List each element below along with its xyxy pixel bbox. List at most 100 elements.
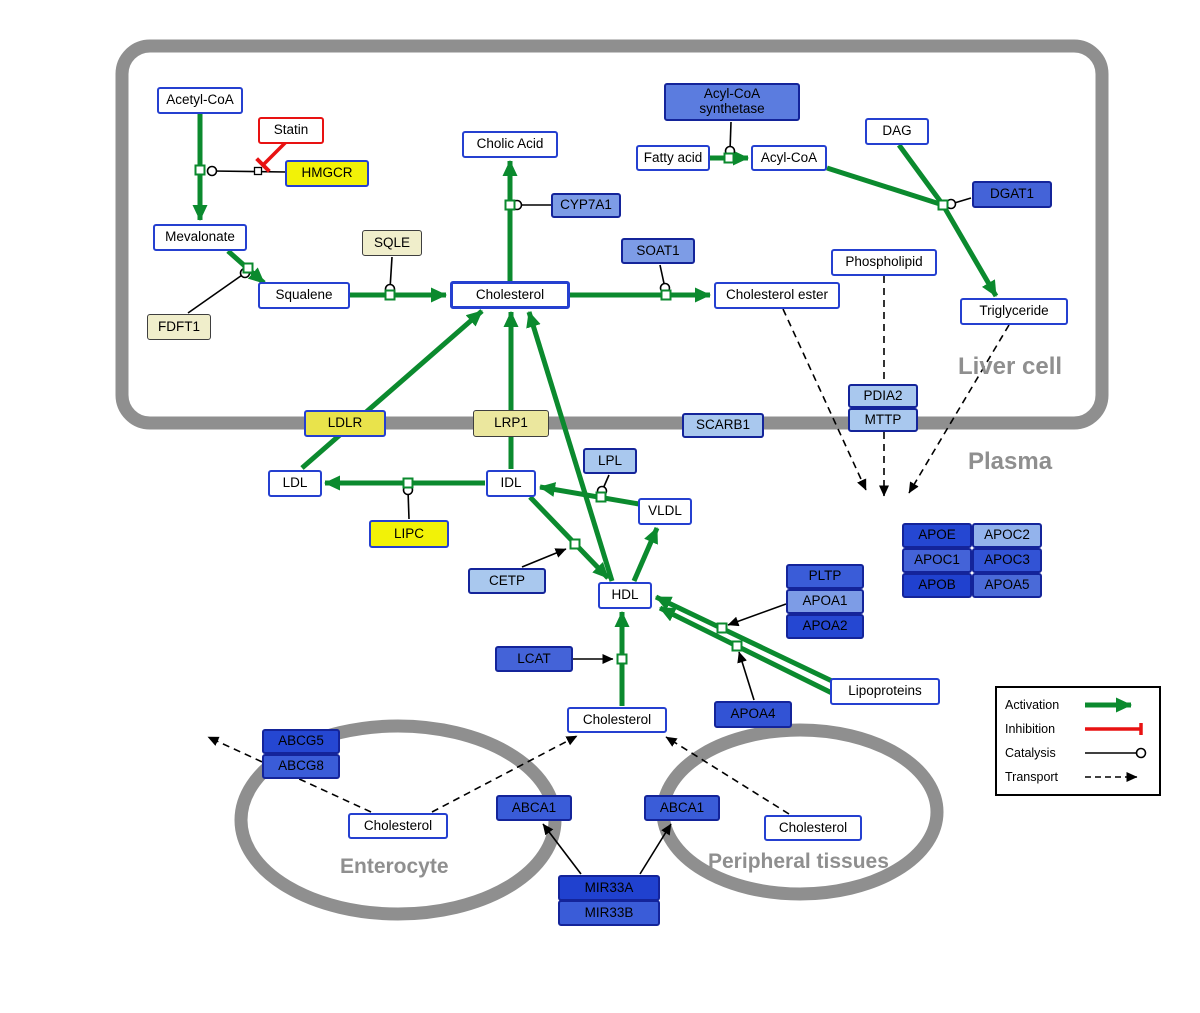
edge-hdl-cholesterol-uptake [526,311,615,582]
reaction-node [384,289,396,301]
legend-label-activation: Activation [1005,698,1060,712]
node-cholic-acid[interactable]: Cholic Acid [462,130,558,158]
enterocyte-label: Enterocyte [340,855,449,878]
reaction-node [194,164,206,176]
reaction-node [595,491,607,503]
node-abca1-peripheral[interactable]: ABCA1 [644,795,720,821]
node-fatty-acid[interactable]: Fatty acid [636,145,710,171]
node-cyp7a1[interactable]: CYP7A1 [551,192,621,218]
node-mir33b[interactable]: MIR33B [558,900,660,926]
node-scarb1[interactable]: SCARB1 [682,412,764,438]
node-squalene[interactable]: Squalene [258,281,350,309]
node-fdft1[interactable]: FDFT1 [147,314,211,340]
node-cetp[interactable]: CETP [468,568,546,594]
catalysis-circle-hmgcr-catalysis [206,165,218,177]
legend-symbol-activation-icon [1085,697,1132,713]
node-pltp[interactable]: PLTP [786,563,864,589]
node-idl[interactable]: IDL [486,469,536,497]
node-dgat1[interactable]: DGAT1 [972,180,1052,208]
edge-vldl-idl [539,482,640,507]
node-apoa4[interactable]: APOA4 [714,700,792,728]
node-sqle[interactable]: SQLE [362,230,422,256]
edge-triglyceride-to-plasma [908,324,1010,494]
node-phospholipid[interactable]: Phospholipid [831,248,937,276]
node-triglyceride[interactable]: Triglyceride [960,297,1068,325]
node-soat1[interactable]: SOAT1 [621,238,695,264]
node-ldlr[interactable]: LDLR [304,409,386,437]
reaction-node [504,199,516,211]
node-lpl[interactable]: LPL [583,448,637,474]
inhibition-tbar-statin-inhibits-hmgcr [255,157,271,173]
edge-dgat1junction-triglyceride [940,203,999,298]
node-hmgcr[interactable]: HMGCR [285,159,369,187]
edge-cholesterylester-to-plasma [782,308,867,491]
node-acyl-coa[interactable]: Acyl-CoA [751,145,827,171]
node-pdia2[interactable]: PDIA2 [848,384,918,408]
node-cholesterol-liver[interactable]: Cholesterol [450,281,570,309]
legend-label-transport: Transport [1005,770,1059,784]
node-apoa2[interactable]: APOA2 [786,613,864,639]
node-abca1-enterocyte[interactable]: ABCA1 [496,795,572,821]
edge-mir33-abca1-right [639,823,672,875]
legend-symbol-transport-icon [1085,772,1138,782]
node-lcat[interactable]: LCAT [495,646,573,672]
edge-idl-hdl [528,495,610,580]
edge-sqle-catalysis [389,256,393,290]
node-abcg8[interactable]: ABCG8 [262,753,340,779]
reaction-node [616,653,628,665]
reaction-node [716,622,728,634]
node-cholesterol-peripheral[interactable]: Cholesterol [764,815,862,841]
legend-row-inhibition: Inhibition [1005,717,1151,741]
reaction-node [569,538,581,550]
node-acetyl-coa[interactable]: Acetyl-CoA [157,86,243,114]
legend-symbol-catalysis-icon [1085,747,1147,759]
peripheral-tissues-label: Peripheral tissues [708,850,889,873]
edge-lipoproteins-hdl-lower [658,605,844,701]
node-apoe[interactable]: APOE [902,522,972,548]
legend-row-catalysis: Catalysis [1005,741,1151,765]
node-statin[interactable]: Statin [258,116,324,144]
legend-row-transport: Transport [1005,765,1151,789]
edge-dag-dgat1junction [896,143,946,207]
node-ldl[interactable]: LDL [268,469,322,497]
reaction-node [723,152,735,164]
legend-label-inhibition: Inhibition [1005,722,1056,736]
reaction-node [402,477,414,489]
edge-hdl-vldl [631,527,660,582]
node-cholesterol-ester[interactable]: Cholesterol ester [714,281,840,309]
node-apoc1[interactable]: APOC1 [902,547,972,573]
edge-peripheral-cholesterol-efflux [665,736,790,815]
edge-ldl-cholesterol-uptake [300,309,484,470]
edge-hmgcr-catalysis [211,170,287,173]
reaction-node [660,289,672,301]
node-apoa5[interactable]: APOA5 [972,572,1042,598]
node-mevalonate[interactable]: Mevalonate [153,223,247,251]
node-apoc2[interactable]: APOC2 [972,522,1042,548]
liver-cell-label: Liver cell [958,353,1063,380]
node-acyl-coa-synthetase[interactable]: Acyl-CoA synthetase [664,83,800,121]
reaction-node [242,262,254,274]
reaction-node [731,640,743,652]
edge-acylcoa-dgat1junction [826,165,944,208]
plasma-label: Plasma [968,448,1053,475]
node-mttp[interactable]: MTTP [848,408,918,432]
node-lipoproteins[interactable]: Lipoproteins [830,677,940,705]
edge-apoa4-arrow [737,651,755,701]
node-lrp1[interactable]: LRP1 [473,409,549,437]
node-apoa1[interactable]: APOA1 [786,588,864,614]
node-cholesterol-enterocyte[interactable]: Cholesterol [348,813,448,839]
node-vldl[interactable]: VLDL [638,497,692,525]
node-lipc[interactable]: LIPC [369,520,449,548]
edge-enterocyte-cholesterol-efflux [431,735,578,813]
node-hdl[interactable]: HDL [598,581,652,609]
legend-symbol-inhibition-icon [1085,723,1143,735]
node-mir33a[interactable]: MIR33A [558,875,660,901]
catalysis-port [253,166,263,176]
node-apob[interactable]: APOB [902,572,972,598]
node-apoc3[interactable]: APOC3 [972,547,1042,573]
node-dag[interactable]: DAG [865,117,929,145]
node-abcg5[interactable]: ABCG5 [262,728,340,754]
node-cholesterol-plasma[interactable]: Cholesterol [567,707,667,733]
